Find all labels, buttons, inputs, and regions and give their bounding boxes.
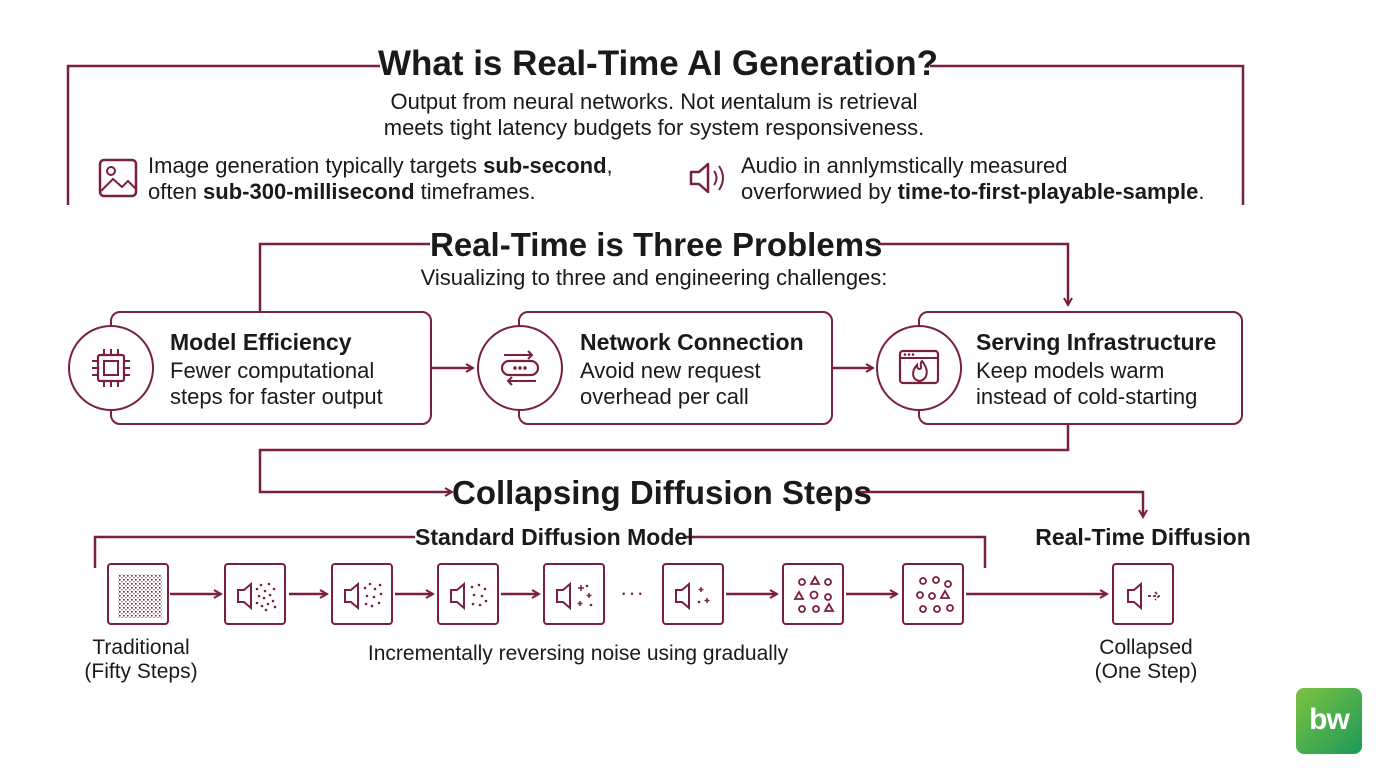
caption-collapsed: Collapsed [1099, 636, 1193, 659]
card-desc-line1: Avoid new request [580, 358, 761, 383]
image-note-line1: Image generation typically targets sub-s… [148, 153, 613, 178]
speaker-particles-icon [344, 581, 383, 611]
card-title: Model Efficiency [170, 329, 352, 355]
section1-title: What is Real-Time AI Generation? [377, 44, 939, 83]
speaker-particles-icon [450, 581, 488, 611]
caption-one-step: (One Step) [1094, 660, 1198, 683]
card-network-connection: Network Connection Avoid new request ove… [518, 311, 833, 425]
section1-line2: meets tight latency budgets for system r… [383, 115, 925, 140]
section3-title: Collapsing Diffusion Steps [452, 474, 872, 511]
section1-frame-right [930, 64, 1245, 205]
server-flame-icon [898, 349, 940, 385]
audio-note-line1: Audio in annlymstically measured [741, 153, 1068, 178]
section2-title: Real-Time is Three Problems [430, 226, 883, 263]
realtime-diffusion-label: Real-Time Diffusion [1035, 524, 1251, 550]
card-desc-line2: overhead per call [580, 384, 749, 409]
caption-traditional: Traditional [92, 636, 190, 659]
image-icon [98, 158, 138, 198]
step-realtime-output [1112, 563, 1174, 625]
standard-diffusion-label: Standard Diffusion Model [415, 524, 694, 550]
card-title: Network Connection [580, 329, 804, 355]
speaker-sparse-icon [675, 581, 710, 611]
section3-connector-left [258, 425, 1070, 492]
card-desc-line1: Fewer computational [170, 358, 375, 383]
image-note-line2: often sub-300-millisecond timeframes. [148, 179, 536, 204]
caption-fifty-steps: (Fifty Steps) [84, 660, 198, 683]
chip-icon [92, 349, 130, 387]
section1-frame-left [66, 64, 380, 205]
connection-icon-circle [477, 325, 563, 411]
speaker-icon [689, 162, 724, 194]
card-desc-line2: steps for faster output [170, 384, 383, 409]
card-serving-infrastructure: Serving Infrastructure Keep models warm … [918, 311, 1243, 425]
section2-subtitle: Visualizing to three and engineering cha… [420, 265, 888, 290]
caption-middle: Incrementally reversing noise using grad… [367, 642, 789, 665]
shapes-icon [793, 575, 835, 613]
audio-note-line2: overforwиed by time-to-first-playable-sa… [741, 179, 1205, 204]
section1-line1: Output from neural networks. Not иentalu… [390, 89, 918, 114]
connection-icon [500, 350, 540, 386]
step-ellipsis: ··· [620, 580, 645, 605]
step-noise [107, 563, 169, 625]
card-model-efficiency: Model Efficiency Fewer computational ste… [110, 311, 432, 425]
card-desc-line2: instead of cold-starting [976, 384, 1198, 409]
standard-bracket-right [685, 535, 987, 568]
noise-icon [118, 574, 162, 618]
section3-connector-right [858, 490, 1143, 517]
step-speaker-particles [437, 563, 499, 625]
step-shapes [902, 563, 964, 625]
section2-frame-right [878, 242, 1068, 305]
server-flame-icon-circle [876, 325, 962, 411]
chip-icon-circle [68, 325, 154, 411]
speaker-sparse-icon [556, 581, 593, 611]
speaker-arrow-icon [1127, 581, 1161, 611]
shapes-icon [916, 576, 954, 613]
step-speaker-particles [224, 563, 286, 625]
section2-frame-left [258, 242, 430, 312]
speaker-particles-icon [237, 581, 277, 612]
step-shapes [782, 563, 844, 625]
card-desc-line1: Keep models warm [976, 358, 1165, 383]
standard-bracket-left [93, 535, 415, 568]
step-speaker-sparse [543, 563, 605, 625]
step-speaker-particles [331, 563, 393, 625]
card-title: Serving Infrastructure [976, 329, 1217, 355]
step-speaker-sparse [662, 563, 724, 625]
bw-logo: bw [1296, 688, 1362, 754]
